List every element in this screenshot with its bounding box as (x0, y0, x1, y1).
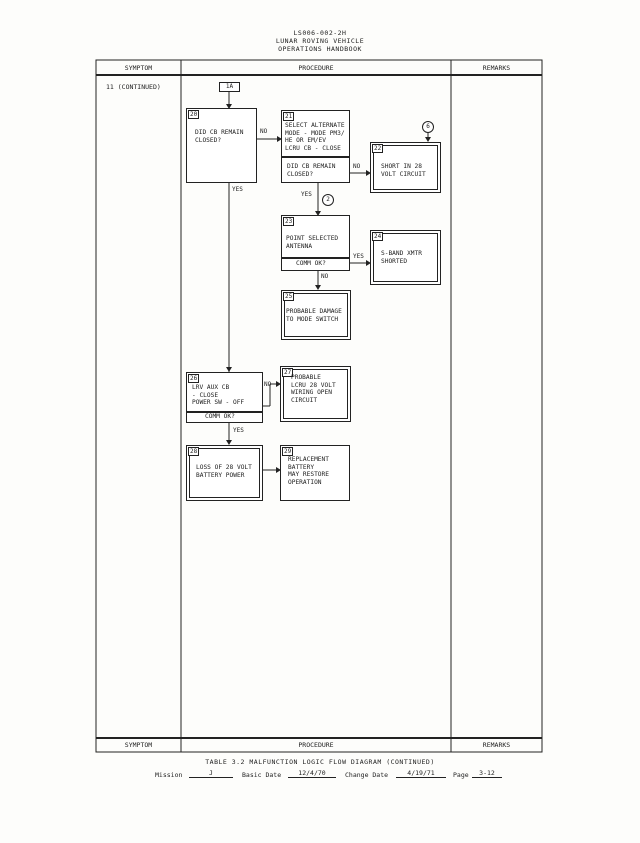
flow-box-26: 26 LRV AUX CB - CLOSE POWER SW - OFF COM… (186, 372, 263, 423)
label-no: NO (353, 163, 361, 170)
label-yes: YES (233, 427, 244, 434)
connector-6: 6 (422, 121, 434, 133)
flow-box-25: 25 PROBABLE DAMAGE TO MODE SWITCH (281, 290, 351, 340)
flow-box-23: 23 POINT SELECTED ANTENNA COMM OK? (281, 215, 350, 271)
label-no: NO (260, 128, 268, 135)
mission-label: Mission (155, 771, 183, 779)
box-number: 22 (372, 144, 384, 153)
label-no: NO (264, 381, 272, 388)
box-text: SELECT ALTERNATE MODE - MODE PM3/ HE OR … (285, 122, 345, 152)
flow-box-29: 29 REPLACEMENT BATTERY MAY RESTORE OPERA… (280, 445, 350, 501)
col-procedure: PROCEDURE (298, 64, 334, 72)
doc-title-line2: OPERATIONS HANDBOOK (278, 45, 362, 53)
flow-box-20: 20 DID CB REMAIN CLOSED? (186, 108, 257, 183)
change-date-label: Change Date (345, 771, 389, 779)
label-yes: YES (232, 186, 243, 193)
box-number: 23 (283, 217, 295, 226)
connector-2: 2 (322, 194, 334, 206)
footer-col-remarks: REMARKS (482, 741, 511, 749)
label-yes: YES (301, 191, 312, 198)
col-remarks: REMARKS (482, 64, 511, 72)
flow-box-24: 24 S-BAND XMTR SHORTED (370, 230, 441, 285)
box-text: REPLACEMENT BATTERY MAY RESTORE OPERATIO… (288, 456, 329, 486)
box-text: PROBABLE DAMAGE TO MODE SWITCH (286, 308, 342, 323)
box-question: DID CB REMAIN CLOSED? (287, 163, 336, 178)
doc-title-line1: LUNAR ROVING VEHICLE (275, 37, 365, 45)
box-number: 26 (188, 374, 200, 383)
box-text: PROBABLE LCRU 28 VOLT WIRING OPEN CIRCUI… (291, 374, 336, 404)
box-number: 24 (372, 232, 384, 241)
box-question: COMM OK? (296, 260, 326, 267)
box-text: DID CB REMAIN CLOSED? (195, 129, 244, 144)
box-number: 25 (283, 292, 295, 301)
table-caption: TABLE 3.2 MALFUNCTION LOGIC FLOW DIAGRAM… (205, 758, 435, 766)
doc-number: LS006-002-2H (293, 29, 347, 37)
box-text: LRV AUX CB - CLOSE POWER SW - OFF (192, 384, 245, 406)
footer-col-symptom: SYMPTOM (124, 741, 153, 749)
page-label: Page (453, 771, 469, 779)
flow-box-21: 21 SELECT ALTERNATE MODE - MODE PM3/ HE … (281, 110, 350, 183)
box-number: 21 (283, 112, 295, 121)
flow-box-22: 22 SHORT IN 28 VOLT CIRCUIT (370, 142, 441, 193)
label-yes: YES (353, 253, 364, 260)
symptom-entry: 11 (CONTINUED) (106, 83, 161, 91)
box-question: COMM OK? (205, 413, 235, 420)
box-number: 20 (188, 110, 200, 119)
mission-value: J (189, 769, 233, 778)
box-number: 27 (282, 368, 294, 377)
box-number: 28 (188, 447, 200, 456)
box-text: LOSS OF 28 VOLT BATTERY POWER (196, 464, 252, 479)
box-number: 29 (282, 447, 294, 456)
change-date-value: 4/19/71 (396, 769, 446, 778)
box-text: SHORT IN 28 VOLT CIRCUIT (381, 163, 426, 178)
flow-box-28: 28 LOSS OF 28 VOLT BATTERY POWER (186, 445, 263, 501)
box-text: POINT SELECTED ANTENNA (286, 235, 339, 250)
label-no: NO (321, 273, 329, 280)
footer-col-procedure: PROCEDURE (298, 741, 334, 749)
flow-box-27: 27 PROBABLE LCRU 28 VOLT WIRING OPEN CIR… (280, 366, 351, 422)
page-value: 3-12 (472, 769, 502, 778)
basic-date-value: 12/4/70 (288, 769, 336, 778)
entry-reference: 1A (219, 82, 240, 92)
col-symptom: SYMPTOM (124, 64, 153, 72)
box-text: S-BAND XMTR SHORTED (381, 250, 422, 265)
basic-date-label: Basic Date (242, 771, 282, 779)
